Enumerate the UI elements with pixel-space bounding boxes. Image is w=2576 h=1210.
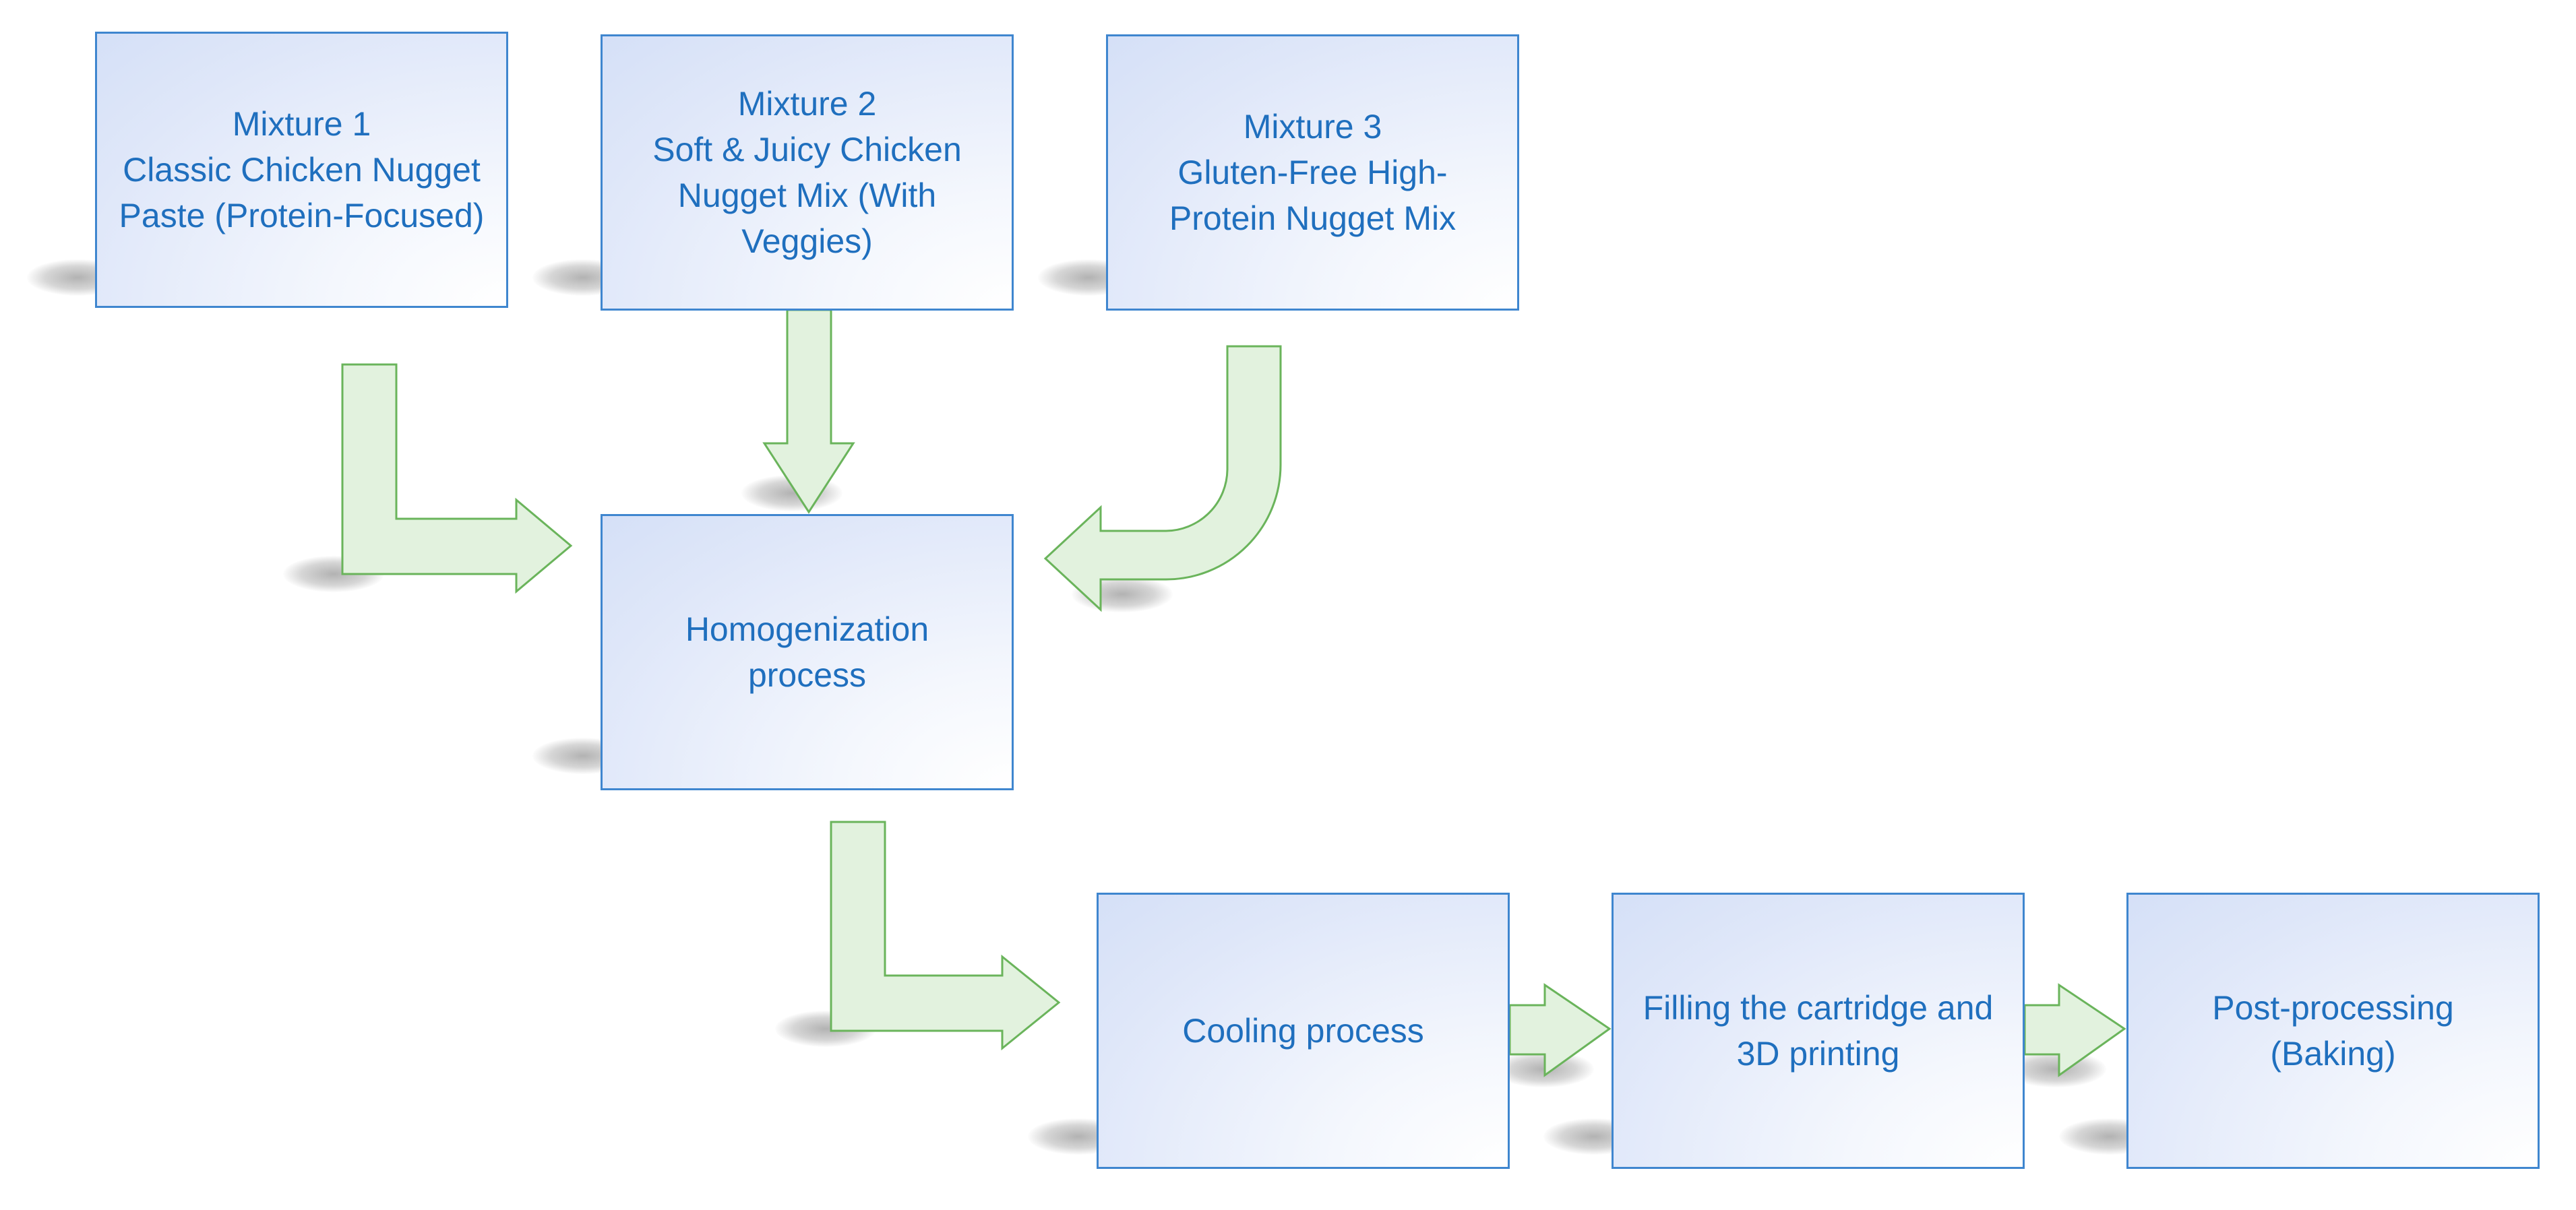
arrow-filling-to-post-processing: [2023, 983, 2126, 1077]
arrow-mixture1-to-homogenization: [341, 363, 573, 594]
mixture2-label-line-3: Nugget Mix (With: [677, 177, 937, 214]
mixture3-label-line-1: Mixture 3: [1243, 108, 1382, 146]
homogenization-label-line-1: Homogenization: [685, 610, 929, 648]
homogenization-box: Homogenization process: [601, 514, 1014, 790]
homogenization-label-line-2: process: [747, 656, 867, 694]
mixture2-label-line-4: Veggies): [741, 222, 873, 260]
cooling-label-line-1: Cooling process: [1182, 1012, 1424, 1050]
mixture1-label-line-2: Classic Chicken Nugget: [123, 151, 481, 189]
mixture2-label-line-2: Soft & Juicy Chicken: [652, 131, 962, 168]
mixture1-label-line-3: Paste (Protein-Focused): [119, 197, 485, 234]
arrow-mixture3-to-homogenization: [1043, 345, 1282, 612]
post-processing-label-line-1: Post-processing: [2212, 989, 2454, 1027]
mixture3-box: Mixture 3 Gluten-Free High- Protein Nugget…: [1106, 34, 1519, 311]
filling-box: Filling the cartridge and 3D printing: [1612, 893, 2025, 1169]
arrow-cooling-to-filling: [1508, 983, 1612, 1077]
mixture1-label-line-1: Mixture 1: [232, 105, 371, 143]
mixture2-label-line-1: Mixture 2: [737, 85, 877, 123]
cooling-box: Cooling process: [1097, 893, 1510, 1169]
post-processing-label-line-2: (Baking): [2270, 1035, 2396, 1073]
mixture3-label-line-3: Protein Nugget Mix: [1169, 199, 1456, 237]
post-processing-box: Post-processing (Baking): [2126, 893, 2540, 1169]
filling-label-line-1: Filling the cartridge and: [1643, 989, 1994, 1027]
arrow-shadow: [1493, 1051, 1594, 1087]
arrow-mixture2-to-homogenization: [762, 309, 855, 514]
filling-label-line-2: 3D printing: [1736, 1035, 1900, 1073]
mixture3-label-line-2: Gluten-Free High-: [1177, 154, 1448, 191]
arrow-homogenization-to-cooling: [830, 821, 1061, 1051]
